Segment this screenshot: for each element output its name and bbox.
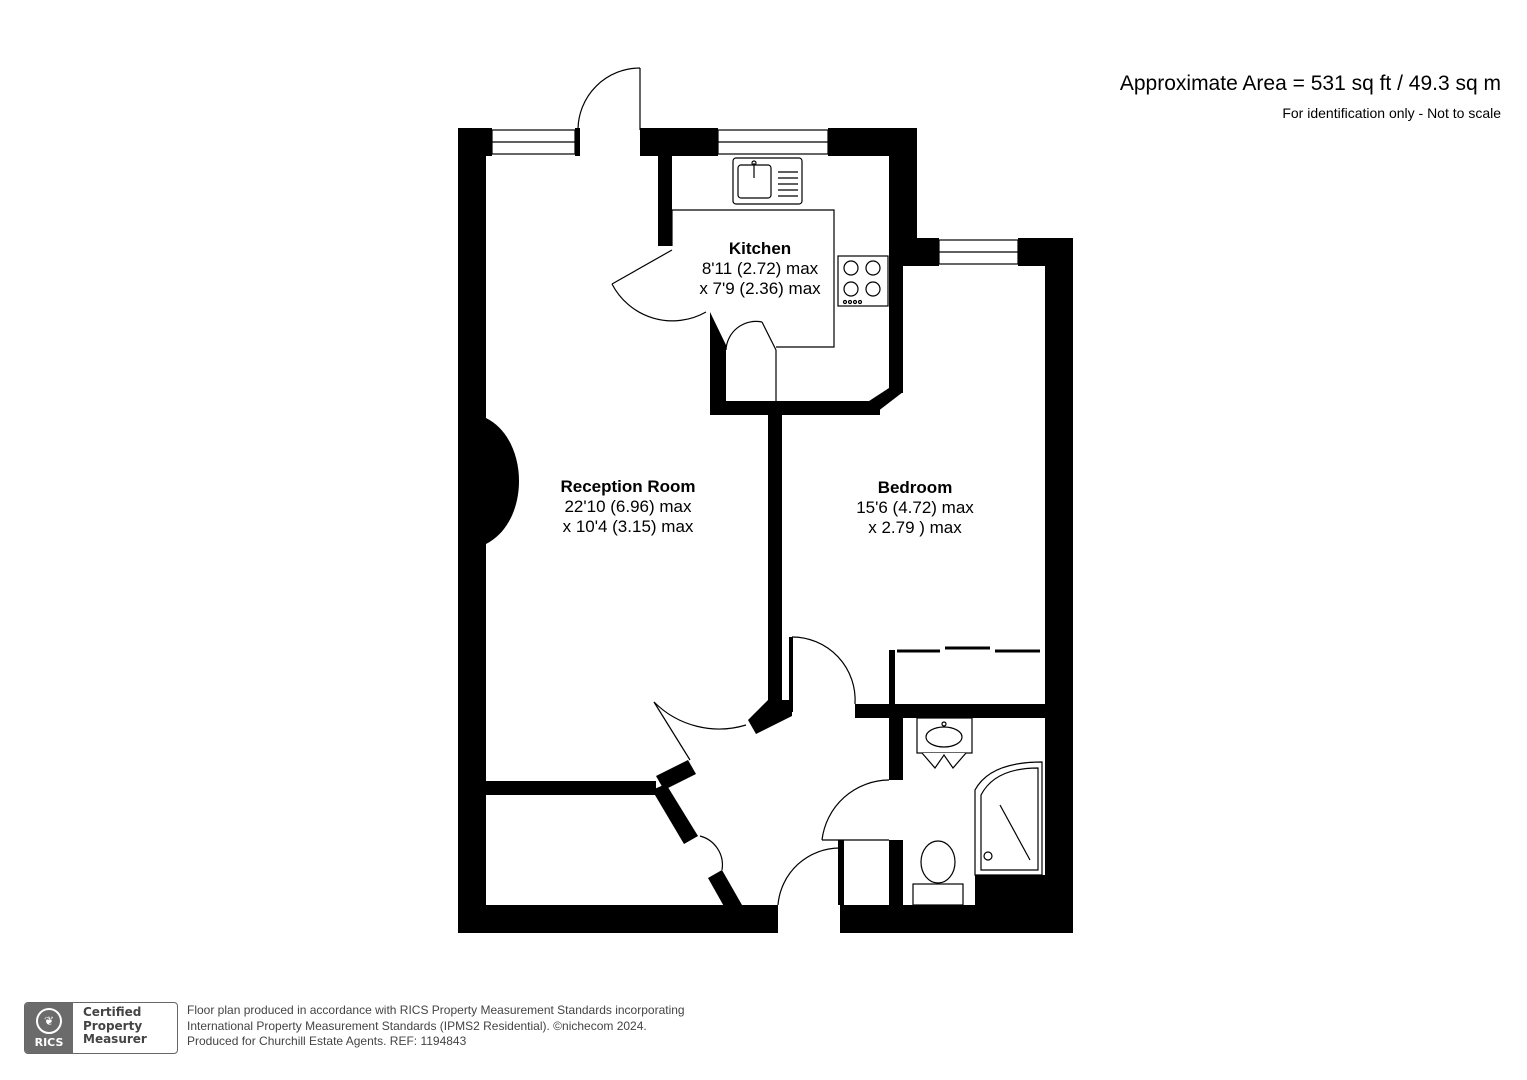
room-label-bedroom: Bedroom 15'6 (4.72) max x 2.79 ) max xyxy=(856,478,974,537)
walls xyxy=(458,128,1073,933)
door-swings xyxy=(577,67,890,906)
basin-icon xyxy=(916,717,973,769)
rics-logo: ❦ RICS xyxy=(25,1003,73,1053)
globe-icon: ❦ xyxy=(36,1007,62,1034)
footer-credits: Floor plan produced in accordance with R… xyxy=(187,1003,685,1048)
room-label-reception: Reception Room 22'10 (6.96) max x 10'4 (… xyxy=(560,477,696,536)
windows xyxy=(491,129,1019,265)
room-label-kitchen: Kitchen 8'11 (2.72) max x 7'9 (2.36) max xyxy=(699,239,821,298)
toilet-icon xyxy=(912,840,964,906)
shower-icon xyxy=(974,761,1043,876)
approximate-area: Approximate Area = 531 sq ft / 49.3 sq m xyxy=(1119,72,1501,95)
kitchen-sink-icon xyxy=(732,157,803,205)
wardrobe xyxy=(897,646,1040,653)
disclaimer-note: For identification only - Not to scale xyxy=(1282,105,1501,121)
rics-certified-badge: ❦ RICS Certified Property Measurer xyxy=(24,1002,178,1054)
bay-feature xyxy=(486,418,519,544)
badge-text: Certified Property Measurer xyxy=(83,1005,147,1046)
hob-icon xyxy=(837,255,889,307)
